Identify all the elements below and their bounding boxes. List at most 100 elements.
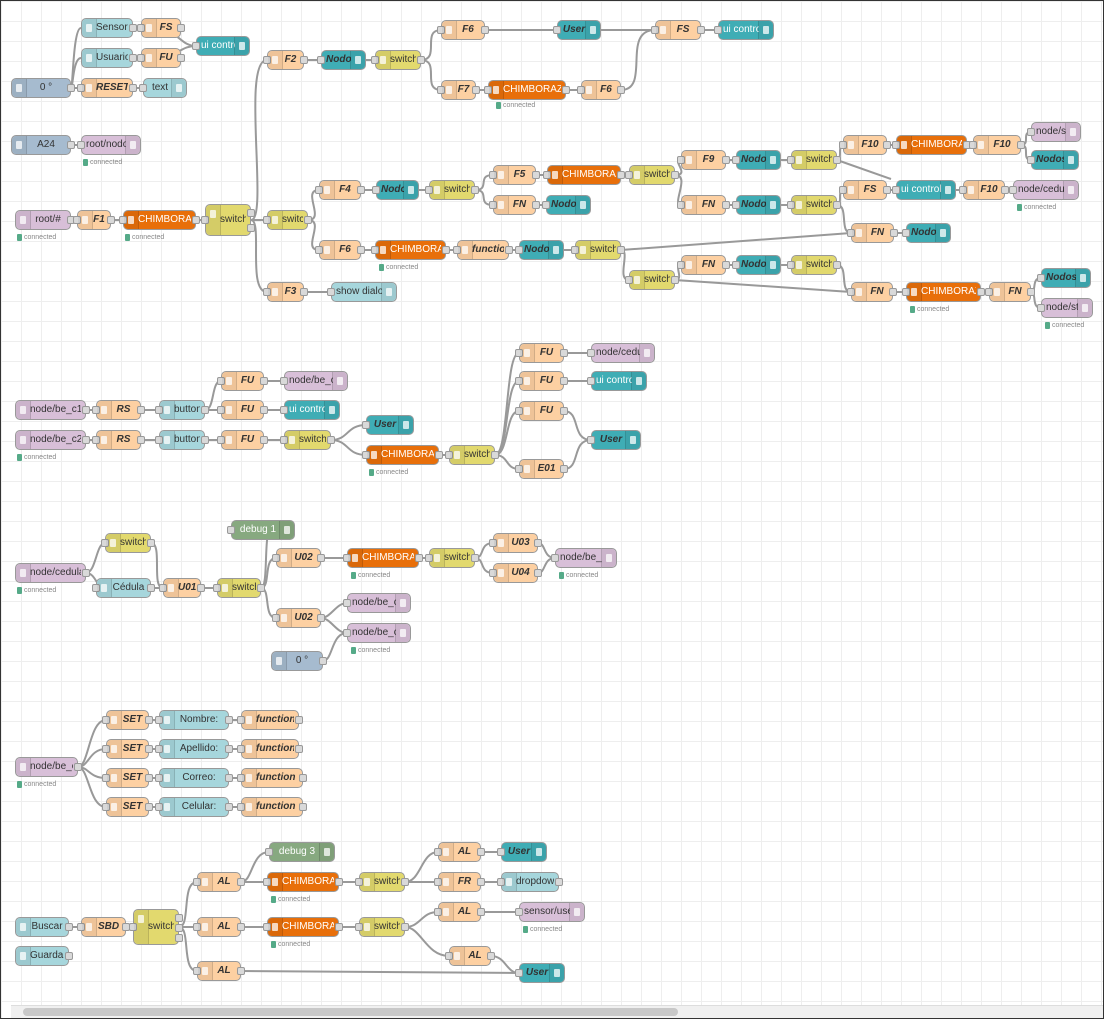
- output-port[interactable]: [487, 952, 495, 960]
- input-port[interactable]: [155, 803, 163, 811]
- nodos-node[interactable]: Nodos: [542, 195, 591, 215]
- input-port[interactable]: [553, 26, 561, 34]
- rs-function-node[interactable]: RS: [92, 430, 145, 450]
- output-port[interactable]: [260, 377, 268, 385]
- ui-control-node[interactable]: ui control: [192, 36, 250, 56]
- mqtt-out-node[interactable]: node/start: [1037, 298, 1093, 318]
- output-port[interactable]: [560, 407, 568, 415]
- input-port[interactable]: [1037, 304, 1045, 312]
- fn-function-node[interactable]: FN: [677, 195, 730, 215]
- input-port[interactable]: [437, 26, 445, 34]
- input-port[interactable]: [263, 288, 271, 296]
- output-port[interactable]: [481, 26, 489, 34]
- input-port[interactable]: [1009, 186, 1017, 194]
- f2-function-node[interactable]: F2: [263, 50, 308, 70]
- input-port[interactable]: [445, 451, 453, 459]
- output-port[interactable]: [177, 24, 185, 32]
- switch-node[interactable]: switch: [129, 909, 183, 945]
- output-port[interactable]: [562, 86, 570, 94]
- output-port[interactable]: [471, 554, 479, 562]
- output-port[interactable]: [67, 84, 75, 92]
- input-port[interactable]: [434, 908, 442, 916]
- u04-function-node[interactable]: U04: [489, 563, 542, 583]
- output-port[interactable]: [472, 86, 480, 94]
- user-node[interactable]: User: [362, 415, 414, 435]
- user-node[interactable]: User: [553, 20, 601, 40]
- output-port[interactable]: [237, 878, 245, 886]
- mqtt-in-node[interactable]: node/be_c1: [15, 757, 82, 777]
- input-port[interactable]: [732, 156, 740, 164]
- input-port[interactable]: [217, 406, 225, 414]
- output-port[interactable]: [129, 54, 137, 62]
- input-port[interactable]: [77, 141, 85, 149]
- user-node[interactable]: User: [515, 963, 565, 983]
- switch-node[interactable]: switch: [371, 50, 425, 70]
- output-port[interactable]: [555, 878, 563, 886]
- chimborazo-node[interactable]: CHIMBORAZO: [484, 80, 570, 100]
- input-port[interactable]: [272, 554, 280, 562]
- text-node[interactable]: text: [139, 78, 187, 98]
- output-port[interactable]: [82, 436, 90, 444]
- input-port[interactable]: [237, 774, 245, 782]
- input-port[interactable]: [542, 201, 550, 209]
- input-port[interactable]: [677, 261, 685, 269]
- inject-button-icon[interactable]: [12, 136, 27, 154]
- output-port[interactable]: [442, 246, 450, 254]
- input-port[interactable]: [515, 908, 523, 916]
- input-port[interactable]: [193, 878, 201, 886]
- output-port[interactable]: [327, 436, 335, 444]
- input-port[interactable]: [577, 86, 585, 94]
- output-port[interactable]: [129, 24, 137, 32]
- u02-function-node[interactable]: U02: [272, 548, 325, 568]
- input-port[interactable]: [280, 436, 288, 444]
- fu-function-node[interactable]: FU: [515, 371, 568, 391]
- chimborazo-node[interactable]: CHIMBORAZO: [371, 240, 450, 260]
- input-port[interactable]: [484, 86, 492, 94]
- input-port[interactable]: [355, 923, 363, 931]
- input-port[interactable]: [77, 84, 85, 92]
- input-port[interactable]: [280, 377, 288, 385]
- chimborazo-node[interactable]: CHIMBORAZO: [362, 445, 443, 465]
- input-port[interactable]: [263, 923, 271, 931]
- nodos-node[interactable]: Nodos: [317, 50, 366, 70]
- chimborazo-node[interactable]: CHIMBORAZO: [543, 165, 625, 185]
- input-port[interactable]: [985, 288, 993, 296]
- switch-node[interactable]: switch: [787, 195, 841, 215]
- input-port[interactable]: [217, 436, 225, 444]
- switch-node[interactable]: switch: [355, 917, 409, 937]
- output-port[interactable]: [357, 186, 365, 194]
- output-port[interactable]: [145, 803, 153, 811]
- usuarios-node[interactable]: Usuarios: [81, 48, 137, 68]
- output-port[interactable]: [260, 436, 268, 444]
- input-port[interactable]: [272, 614, 280, 622]
- output-port[interactable]: [295, 716, 303, 724]
- u01-function-node[interactable]: U01: [159, 578, 205, 598]
- input-port[interactable]: [969, 141, 977, 149]
- input-port[interactable]: [327, 288, 335, 296]
- input-port[interactable]: [445, 952, 453, 960]
- input-port[interactable]: [515, 377, 523, 385]
- switch-node[interactable]: switch: [263, 210, 312, 230]
- output-port[interactable]: [247, 224, 255, 232]
- input-port[interactable]: [362, 451, 370, 459]
- chimborazo-node[interactable]: CHIMBORAZO: [263, 917, 343, 937]
- debug-node[interactable]: debug 1: [227, 520, 295, 540]
- output-port[interactable]: [617, 86, 625, 94]
- correo-text-node[interactable]: Correo:: [155, 768, 233, 788]
- input-port[interactable]: [371, 56, 379, 64]
- nodos-node[interactable]: Nodos: [372, 180, 419, 200]
- output-port[interactable]: [304, 216, 312, 224]
- output-port[interactable]: [137, 436, 145, 444]
- function-10-node[interactable]: function 10: [237, 768, 307, 788]
- input-port[interactable]: [155, 774, 163, 782]
- input-port[interactable]: [489, 171, 497, 179]
- input-port[interactable]: [892, 141, 900, 149]
- output-port[interactable]: [147, 584, 155, 592]
- output-port[interactable]: [145, 745, 153, 753]
- input-port[interactable]: [732, 201, 740, 209]
- output-port[interactable]: [192, 216, 200, 224]
- output-port[interactable]: [65, 952, 73, 960]
- nodos-node[interactable]: Nodos: [1037, 268, 1091, 288]
- input-port[interactable]: [102, 774, 110, 782]
